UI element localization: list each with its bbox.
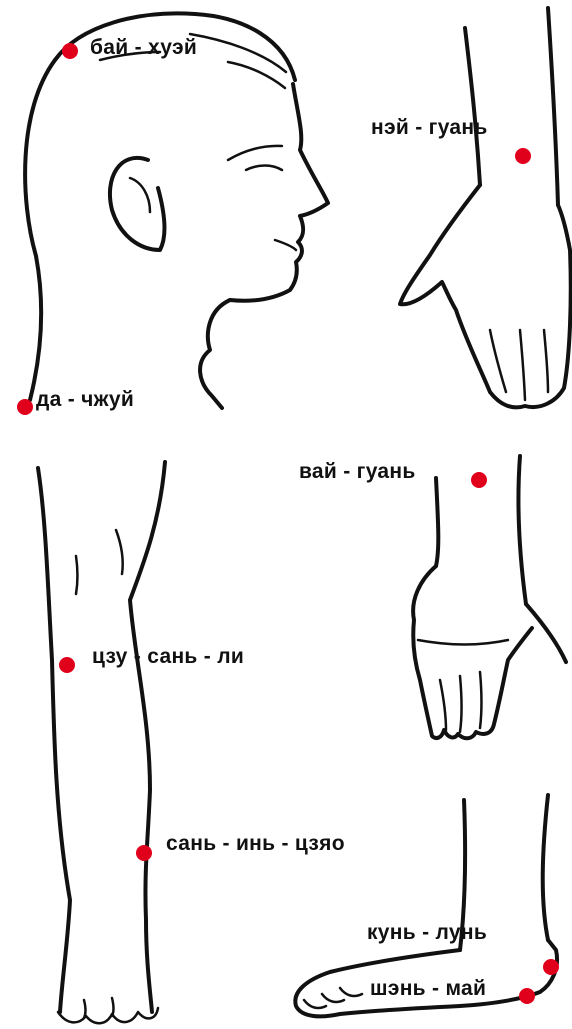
label-shen-mai: шэнь - май xyxy=(370,978,486,999)
point-wai-guan-marker xyxy=(471,472,487,488)
point-kun-lun-marker xyxy=(543,959,559,975)
label-san-in-tszyao: сань - инь - цзяо xyxy=(166,833,345,854)
point-bai-huei-marker xyxy=(62,43,78,59)
label-tszu-san-li: цзу - сань - ли xyxy=(92,646,244,667)
point-nei-guan-marker xyxy=(515,148,531,164)
label-bai-huei: бай - хуэй xyxy=(90,37,197,58)
label-kun-lun: кунь - лунь xyxy=(367,922,487,943)
point-shen-mai-marker xyxy=(519,988,535,1004)
point-tszu-san-li-marker xyxy=(59,657,75,673)
head-profile-drawing xyxy=(25,13,328,408)
back-hand-drawing xyxy=(413,456,566,738)
inner-forearm-drawing xyxy=(400,8,571,407)
point-da-chzhui-marker xyxy=(17,399,33,415)
label-da-chzhui: да - чжуй xyxy=(36,389,134,410)
label-wai-guan: вай - гуань xyxy=(299,461,416,482)
point-san-in-tszyao-marker xyxy=(136,845,152,861)
label-nei-guan: нэй - гуань xyxy=(371,117,488,138)
leg-drawing xyxy=(38,462,165,1023)
